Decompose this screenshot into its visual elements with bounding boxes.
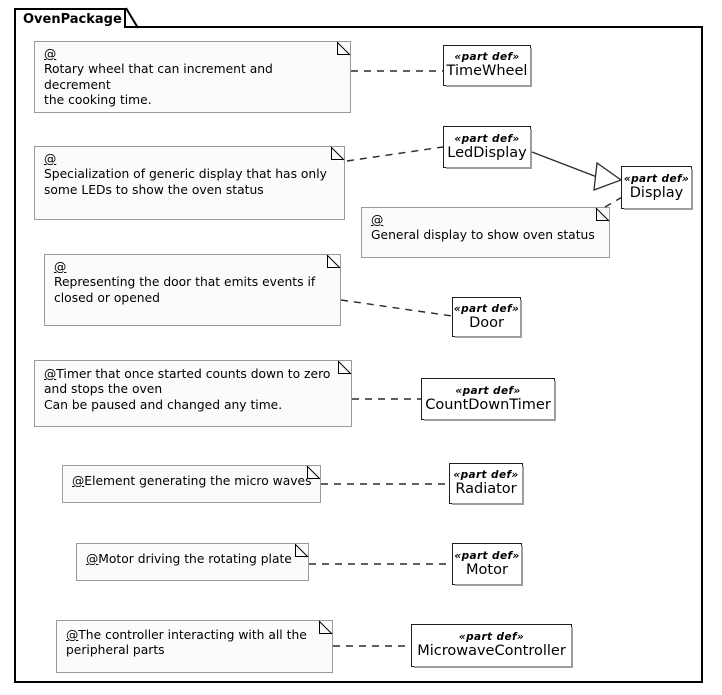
note-marker: @ [86,552,99,566]
note-marker: @ [44,47,57,61]
note-timewheel[interactable]: @ Rotary wheel that can increment and de… [34,41,351,113]
note-fold-diagonal-icon [330,146,345,161]
note-countdowntimer[interactable]: @Timer that once started counts down to … [34,360,352,427]
part-countdowntimer[interactable]: «part def» CountDownTimer [421,378,556,421]
note-leddisplay-body: @ Specialization of generic display that… [44,152,336,198]
part-leddisplay-name: LedDisplay [447,144,527,161]
part-motor[interactable]: «part def» Motor [452,543,523,586]
note-motor[interactable]: @Motor driving the rotating plate [76,543,309,581]
part-leddisplay[interactable]: «part def» LedDisplay [443,126,532,169]
note-microwavecontroller-body: @The controller interacting with all the… [66,628,324,659]
note-radiator-body: @Element generating the micro waves [72,474,312,489]
part-microwavecontroller-stereotype: «part def» [458,631,525,643]
note-microwavecontroller[interactable]: @The controller interacting with all the… [56,620,333,673]
part-door-name: Door [469,314,504,331]
note-leddisplay-text: Specialization of generic display that h… [44,167,327,197]
note-fold-diagonal-icon [326,254,341,269]
part-door[interactable]: «part def» Door [452,297,522,338]
note-leddisplay[interactable]: @ Specialization of generic display that… [34,146,345,220]
package-name: OvenPackage [23,11,122,27]
part-radiator-name: Radiator [455,481,517,497]
note-door-body: @ Representing the door that emits event… [54,260,332,306]
part-timewheel-name: TimeWheel [446,63,528,79]
note-display-body: @ General display to show oven status [371,213,601,244]
part-microwavecontroller-name: MicrowaveController [417,643,566,659]
note-marker: @ [72,474,85,488]
part-display[interactable]: «part def» Display [621,166,693,210]
note-fold-diagonal-icon [294,543,309,558]
part-timewheel-stereotype: «part def» [454,51,520,63]
part-door-stereotype: «part def» [453,302,520,315]
note-fold-diagonal-icon [595,207,610,222]
note-radiator-text: Element generating the micro waves [84,474,312,488]
note-countdowntimer-text: Timer that once started counts down to z… [44,367,331,412]
note-marker: @ [44,367,57,381]
note-fold-diagonal-icon [337,360,352,375]
part-radiator[interactable]: «part def» Radiator [449,463,524,505]
note-marker: @ [66,628,79,642]
note-motor-body: @Motor driving the rotating plate [86,552,300,567]
part-motor-stereotype: «part def» [454,549,520,562]
package-tab-slant-icon [125,7,139,29]
part-countdowntimer-stereotype: «part def» [455,384,521,397]
note-countdowntimer-body: @Timer that once started counts down to … [44,367,343,413]
note-fold-diagonal-icon [336,41,351,56]
part-motor-name: Motor [466,561,508,578]
note-microwavecontroller-text: The controller interacting with all the … [66,628,307,658]
part-microwavecontroller[interactable]: «part def» MicrowaveController [411,624,573,668]
note-fold-diagonal-icon [318,620,333,635]
note-marker: @ [371,213,384,227]
note-fold-diagonal-icon [306,465,321,480]
part-display-name: Display [629,185,684,201]
note-timewheel-body: @ Rotary wheel that can increment and de… [44,47,342,109]
package-tab[interactable]: OvenPackage [14,8,126,28]
note-door[interactable]: @ Representing the door that emits event… [44,254,341,326]
note-display[interactable]: @ General display to show oven status [361,207,610,258]
note-marker: @ [44,152,57,166]
part-display-stereotype: «part def» [623,173,690,185]
part-timewheel[interactable]: «part def» TimeWheel [443,45,532,87]
note-marker: @ [54,260,67,274]
note-motor-text: Motor driving the rotating plate [98,552,292,566]
part-radiator-stereotype: «part def» [453,469,519,481]
note-timewheel-text: Rotary wheel that can increment and decr… [44,62,273,108]
note-door-text: Representing the door that emits events … [54,275,316,305]
part-leddisplay-stereotype: «part def» [454,132,520,145]
part-countdowntimer-name: CountDownTimer [425,396,551,413]
note-display-text: General display to show oven status [371,228,595,243]
package-frame [14,26,703,683]
note-radiator[interactable]: @Element generating the micro waves [62,465,321,503]
